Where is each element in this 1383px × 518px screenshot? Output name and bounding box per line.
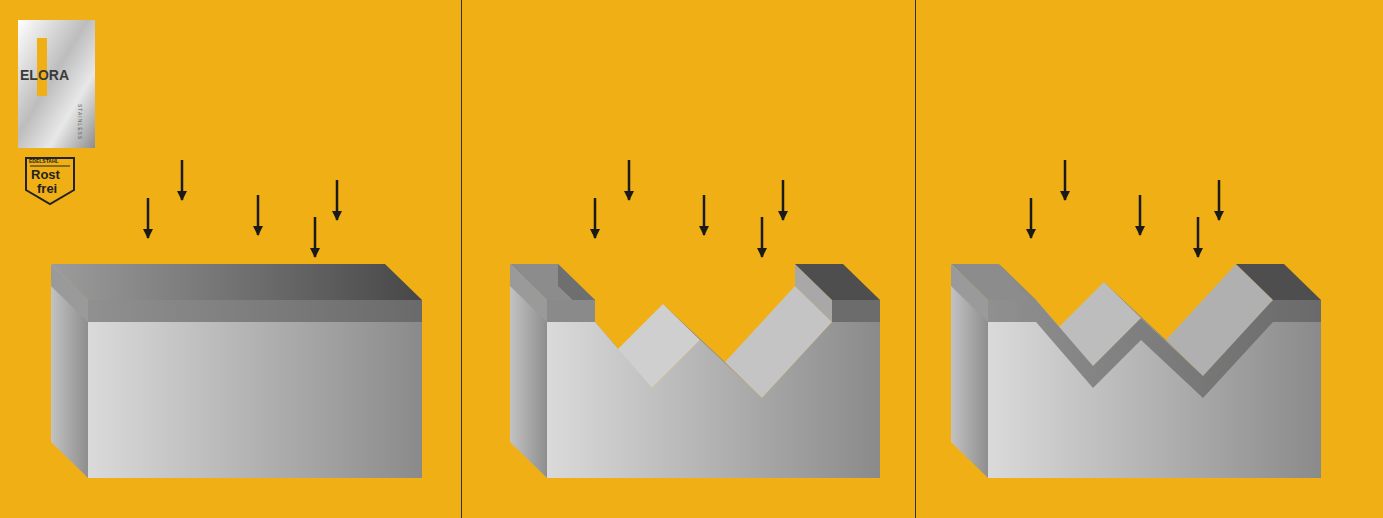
badge-word: Rost (31, 168, 60, 181)
badge-heading: EDELSTAHL (29, 159, 59, 164)
brand-subtitle: STAINLESS (77, 104, 82, 140)
brand-name: ELORA (20, 68, 69, 82)
badge-word: frei (37, 182, 57, 195)
